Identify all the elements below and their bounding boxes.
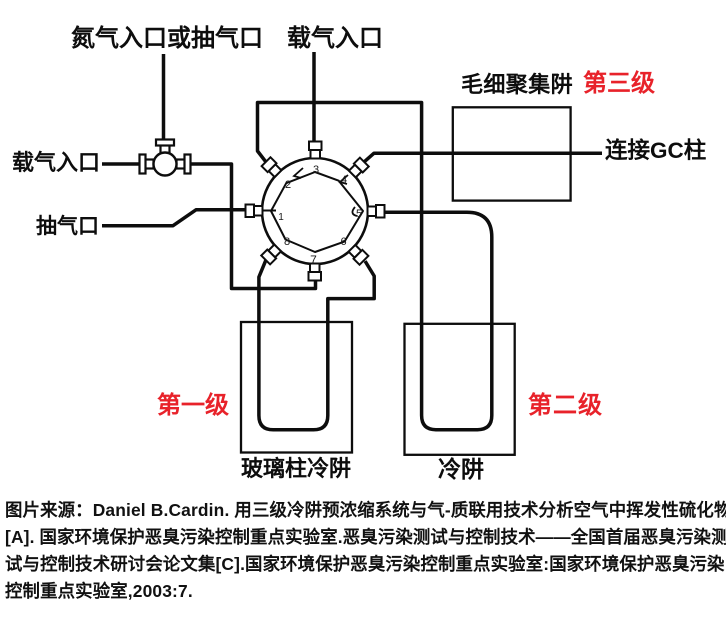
port-number-8: 8 — [284, 236, 290, 248]
threeway-left-bar — [138, 153, 147, 175]
pump-port-line — [102, 208, 246, 228]
stage2-badge: 第二级 — [528, 392, 603, 419]
diagram-canvas: 1 2 3 4 5 6 7 8 氮气入口或抽气口 载气入口 载气入口 抽气口 毛… — [12, 25, 707, 482]
port-number-6: 6 — [340, 236, 346, 248]
port-fitting-e — [366, 204, 386, 219]
capillary-trap-box — [451, 106, 572, 202]
glass-column-trap-label: 玻璃柱冷阱 — [241, 456, 352, 481]
threeway-body-circle — [152, 151, 178, 177]
port-fitting-w — [244, 203, 264, 218]
threeway-right-bar — [183, 153, 192, 175]
stage3-badge: 第三级 — [583, 70, 655, 97]
source-caption: 图片来源：Daniel B.Cardin. 用三级冷阱预浓缩系统与气-质联用技术… — [5, 497, 726, 605]
port-fitting-n — [308, 140, 323, 160]
stage1-badge: 第一级 — [157, 392, 229, 419]
port-number-4: 4 — [341, 174, 347, 186]
valve-port-fittings — [244, 140, 386, 282]
port-fitting-sw — [259, 243, 283, 266]
gc-column-line — [362, 151, 602, 164]
port-number-5: 5 — [356, 208, 362, 220]
cold-trap-label: 冷阱 — [438, 456, 484, 482]
caption-line-2: [A]. 国家环境保护恶臭污染控制重点实验室.恶臭污染测试与控制技术——全国首届… — [5, 527, 726, 548]
port-number-1: 1 — [278, 212, 284, 223]
stage2-dewar-box — [403, 322, 516, 456]
valve-rotor-ring — [270, 171, 364, 253]
threeway-to-bottom-port-line — [190, 162, 318, 291]
caption-line-1: 图片来源：Daniel B.Cardin. 用三级冷阱预浓缩系统与气-质联用技术… — [5, 500, 726, 520]
caption-line-3: 试与控制技术研讨会论文集[C].国家环境保护恶臭污染控制重点实验室:国家环境保护… — [5, 554, 725, 575]
valve-flow-mark-nw — [292, 167, 304, 179]
port-fitting-se — [347, 243, 370, 267]
stage1-dewar-box — [239, 320, 354, 454]
valve-flow-mark-e — [351, 206, 358, 217]
valve-flow-mark-ne — [338, 174, 349, 185]
gc-column-label: 连接GC柱 — [605, 138, 707, 163]
carrier-gas-inlet-left-label: 载气入口 — [12, 150, 101, 175]
capillary-trap-label: 毛细聚集阱 — [461, 72, 574, 97]
diagram-lineart: 1 2 3 4 5 6 7 8 — [102, 52, 602, 456]
pump-port-label: 抽气口 — [36, 215, 99, 238]
nitrogen-inlet-label: 氮气入口或抽气口 — [71, 25, 263, 52]
eight-port-valve: 1 2 3 4 5 6 7 8 — [244, 140, 386, 282]
port-number-3: 3 — [313, 164, 319, 176]
port-fitting-ne — [347, 156, 371, 179]
port-number-2: 2 — [285, 179, 291, 191]
three-way-valve — [138, 138, 192, 177]
carrier-gas-inlet-top-label: 载气入口 — [287, 25, 383, 52]
port-number-7: 7 — [310, 253, 317, 267]
port-fitting-s — [307, 262, 322, 282]
stage2-utube-line — [255, 100, 494, 432]
port-fitting-nw — [260, 155, 283, 179]
caption-line-4: 控制重点实验室,2003:7. — [5, 581, 193, 602]
stage1-utube-line — [257, 259, 376, 432]
threeway-top-bar — [154, 138, 176, 147]
